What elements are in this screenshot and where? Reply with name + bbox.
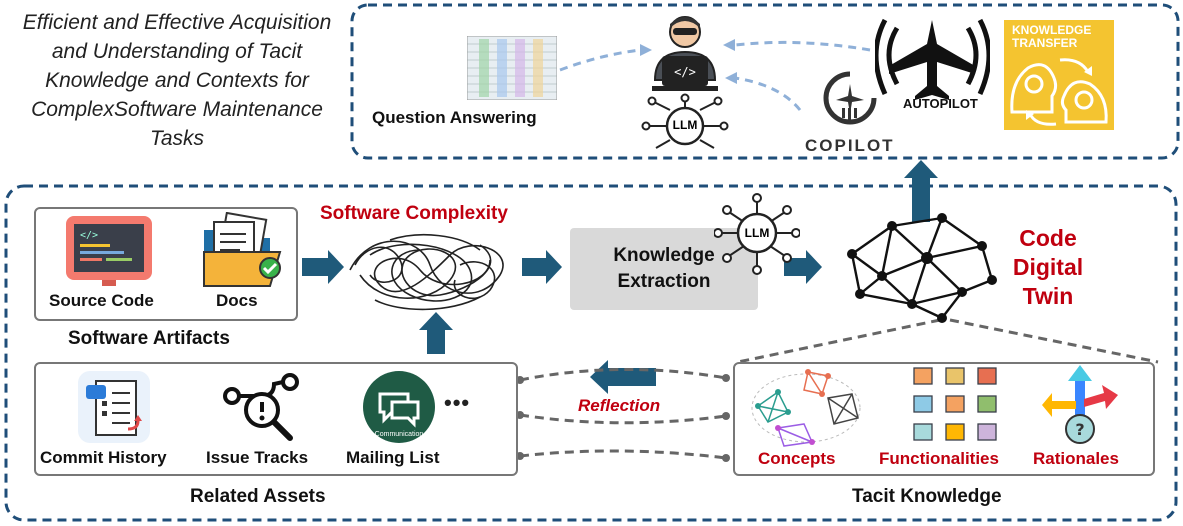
diagram-title: Efficient and Effective Acquisition and … (22, 11, 332, 150)
functionalities-label: Functionalities (879, 449, 999, 468)
docs-folder-icon (203, 212, 282, 287)
code-digital-twin-line1: Code (1019, 225, 1077, 251)
main-dashed-frame (4, 184, 1178, 522)
zoom-line-left (737, 318, 941, 364)
tacit-knowledge-title: Tacit Knowledge (852, 486, 1002, 507)
arrow-artifacts-to-complexity (302, 250, 344, 284)
qa-to-dev-arrow (559, 48, 641, 72)
concepts-graph-icon (751, 369, 861, 447)
commit-history-icon (78, 371, 150, 443)
zoom-line-right (949, 318, 1159, 364)
developer-llm-icon: </> (641, 16, 729, 149)
docs-label: Docs (216, 291, 258, 310)
arrow-twin-to-top (904, 160, 938, 222)
arrow-extraction-to-twin (784, 250, 822, 284)
source-code-label: Source Code (49, 291, 154, 310)
communication-caption: Communication (374, 431, 424, 438)
llm-network-icon (714, 193, 800, 275)
copilot-label: COPILOT (805, 136, 895, 155)
commit-history-label: Commit History (40, 448, 167, 467)
software-complexity-label: Software Complexity (320, 203, 508, 224)
issue-tracks-icon (223, 373, 299, 441)
copilot-to-dev-arrow (734, 76, 802, 111)
concepts-label: Concepts (758, 449, 836, 468)
top-dashed-frame (350, 3, 1180, 160)
knowledge-transfer-line1: KNOWLEDGE (1012, 23, 1092, 37)
mailing-list-label: Mailing List (346, 448, 440, 467)
knowledge-extraction-line1: Knowledge (613, 245, 715, 266)
arrow-complexity-to-extraction (522, 250, 562, 284)
llm-badge-extraction: LLM (744, 226, 770, 240)
functionalities-icons-grid (913, 367, 997, 441)
rationales-decision-icon: ? (1042, 365, 1118, 444)
code-digital-twin-line2: Digital (1012, 254, 1084, 280)
tangled-scribble-icon (349, 234, 504, 311)
question-answering-label: Question Answering (372, 108, 537, 127)
spreadsheet-icon (467, 36, 557, 100)
connector-2 (519, 413, 727, 425)
issue-tracks-label: Issue Tracks (206, 448, 309, 467)
knowledge-extraction-line2: Extraction (617, 271, 711, 292)
knowledge-extraction-box (570, 228, 758, 310)
autopilot-to-dev-arrow (734, 40, 871, 52)
rationales-label: Rationales (1033, 449, 1119, 468)
knowledge-transfer-heads-icon (1010, 58, 1108, 126)
autopilot-label: AUTOPILOT (903, 96, 978, 111)
reflection-label: Reflection (578, 396, 661, 415)
llm-badge-top: LLM (672, 118, 698, 132)
code-digital-twin-line3: Twin (1022, 283, 1074, 309)
knowledge-transfer-line2: TRANSFER (1012, 36, 1078, 50)
copilot-logo-icon (823, 71, 877, 125)
mailing-list-chat-icon (363, 371, 435, 443)
svg-text:?: ? (1075, 420, 1084, 439)
source-code-icon: </> (66, 216, 152, 286)
arrow-assets-to-complexity (419, 312, 453, 354)
software-artifacts-title: Software Artifacts (68, 328, 230, 349)
knowledge-graph-icon (847, 213, 997, 323)
svg-text:</>: </> (674, 65, 696, 79)
related-assets-title: Related Assets (190, 486, 326, 507)
svg-text:</>: </> (80, 230, 98, 241)
autopilot-airplane-icon (875, 18, 990, 100)
more-assets-dots: ••• (444, 390, 471, 415)
arrow-reflection (590, 360, 656, 394)
connector-3 (519, 449, 727, 460)
connector-1 (519, 367, 727, 382)
